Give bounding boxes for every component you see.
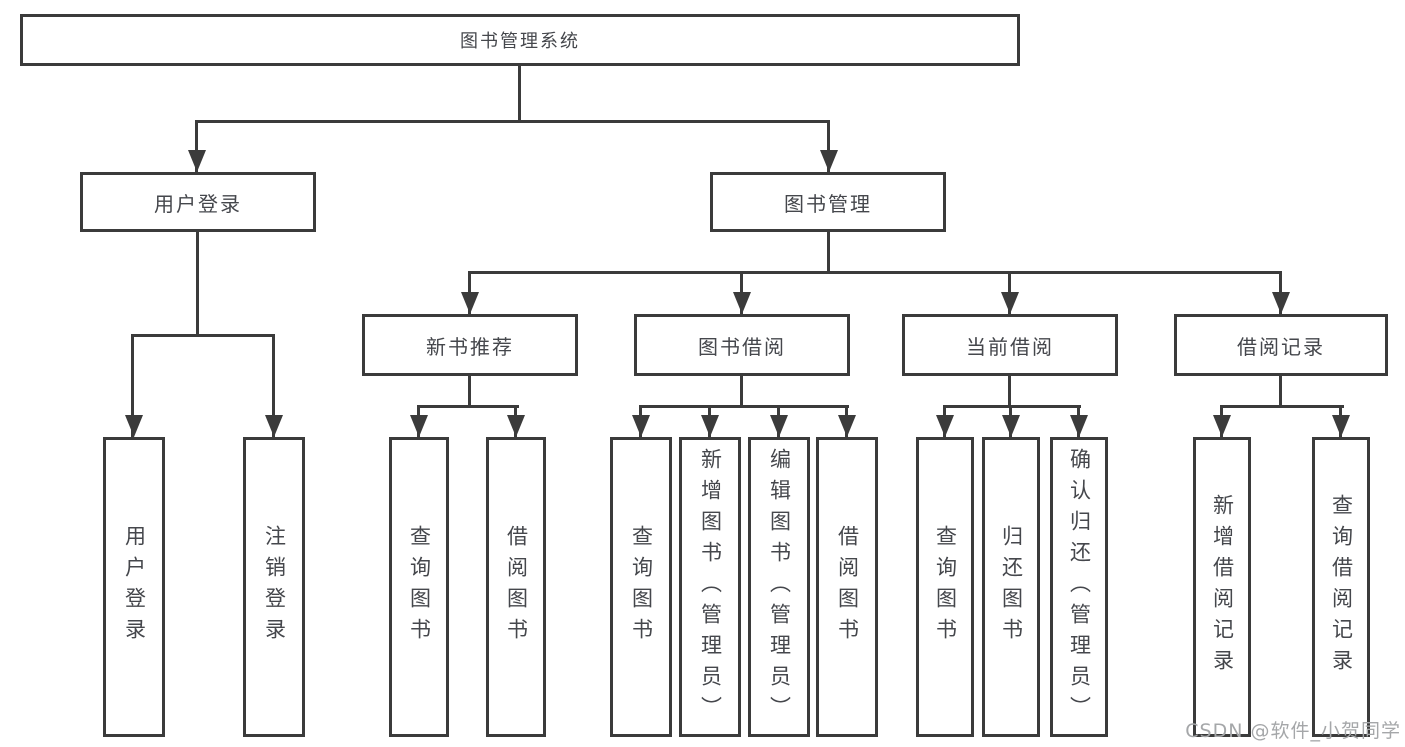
node-book-borrow: 图书借阅 <box>634 314 850 376</box>
arrowhead-bb-leaf1 <box>632 415 650 437</box>
leaf-user-login: 用户登录 <box>103 437 165 737</box>
edge-borrow-record-stem <box>1279 376 1282 408</box>
node-label: 新增图书（管理员） <box>698 447 723 727</box>
node-label: 借阅图书 <box>835 525 860 649</box>
arrowhead-cb-leaf1 <box>936 415 954 437</box>
leaf-borrow-books: 借阅图书 <box>816 437 878 737</box>
node-label: 编辑图书（管理员） <box>767 447 792 727</box>
leaf-logout: 注销登录 <box>243 437 305 737</box>
leaf-query-borrow-record: 查询借阅记录 <box>1312 437 1370 737</box>
arrowhead-book-borrow <box>733 292 751 314</box>
arrowhead-cb-leaf2 <box>1002 415 1020 437</box>
arrowhead-current-borrow <box>1001 292 1019 314</box>
edge-new-book-stem <box>468 376 471 408</box>
node-label: 归还图书 <box>999 525 1024 649</box>
node-label: 借阅记录 <box>1237 334 1325 359</box>
leaf-add-borrow-record: 新增借阅记录 <box>1193 437 1251 737</box>
node-new-book-recommend: 新书推荐 <box>362 314 578 376</box>
edge-book-management-stem <box>827 232 830 274</box>
csdn-watermark: CSDN @软件_小贺同学 <box>1185 720 1401 742</box>
arrowhead-nb-leaf2 <box>507 415 525 437</box>
leaf-add-books-admin: 新增图书（管理员） <box>679 437 741 737</box>
edge-book-management-rail <box>468 271 1282 274</box>
node-label: 当前借阅 <box>966 334 1054 359</box>
node-label: 查询图书 <box>933 525 958 649</box>
edge-to-book-management <box>827 120 830 172</box>
leaf-query-books-current: 查询图书 <box>916 437 974 737</box>
node-label: 图书借阅 <box>698 334 786 359</box>
node-borrow-record: 借阅记录 <box>1174 314 1388 376</box>
node-label: 注销登录 <box>262 525 287 649</box>
edge-user-login-stem <box>196 232 199 334</box>
edge-to-user-login <box>195 120 198 172</box>
arrowhead-bb-leaf2 <box>701 415 719 437</box>
leaf-query-books-borrow: 查询图书 <box>610 437 672 737</box>
edge-to-leaf-logout <box>272 334 275 437</box>
node-label: 图书管理系统 <box>460 31 580 52</box>
node-label: 新书推荐 <box>426 334 514 359</box>
node-label: 用户登录 <box>154 191 242 216</box>
arrowhead-br-leaf2 <box>1332 415 1350 437</box>
arrowhead-bb-leaf3 <box>770 415 788 437</box>
arrowhead-nb-leaf1 <box>410 415 428 437</box>
arrowhead-user-login <box>188 150 206 172</box>
edge-root-rail <box>195 120 830 123</box>
edge-book-borrow-stem <box>740 376 743 408</box>
arrowhead-new-book <box>461 292 479 314</box>
arrowhead-leaf-user-login <box>125 415 143 437</box>
arrowhead-leaf-logout <box>265 415 283 437</box>
leaf-confirm-return-admin: 确认归还（管理员） <box>1050 437 1108 737</box>
node-label: 确认归还（管理员） <box>1067 447 1092 727</box>
leaf-query-books-recommend: 查询图书 <box>389 437 449 737</box>
node-label: 借阅图书 <box>504 525 529 649</box>
node-label: 查询图书 <box>407 525 432 649</box>
node-label: 用户登录 <box>122 525 147 649</box>
node-label: 查询图书 <box>629 525 654 649</box>
edge-borrow-record-rail <box>1220 405 1344 408</box>
edge-user-login-rail <box>131 334 275 337</box>
node-user-login: 用户登录 <box>80 172 316 232</box>
node-library-management-system: 图书管理系统 <box>20 14 1020 66</box>
edge-current-borrow-rail <box>943 405 1081 408</box>
arrowhead-borrow-record <box>1272 292 1290 314</box>
edge-root-stem <box>518 66 521 120</box>
leaf-return-books: 归还图书 <box>982 437 1040 737</box>
leaf-edit-books-admin: 编辑图书（管理员） <box>748 437 810 737</box>
edge-book-borrow-rail <box>639 405 849 408</box>
arrowhead-cb-leaf3 <box>1070 415 1088 437</box>
node-book-management: 图书管理 <box>710 172 946 232</box>
node-label: 查询借阅记录 <box>1329 494 1354 680</box>
arrowhead-br-leaf1 <box>1213 415 1231 437</box>
edge-new-book-rail <box>417 405 519 408</box>
edge-current-borrow-stem <box>1008 376 1011 408</box>
arrowhead-book-management <box>820 150 838 172</box>
node-current-borrow: 当前借阅 <box>902 314 1118 376</box>
arrowhead-bb-leaf4 <box>838 415 856 437</box>
leaf-borrow-books-recommend: 借阅图书 <box>486 437 546 737</box>
edge-to-leaf-user-login <box>131 334 134 437</box>
node-label: 新增借阅记录 <box>1210 494 1235 680</box>
node-label: 图书管理 <box>784 191 872 216</box>
